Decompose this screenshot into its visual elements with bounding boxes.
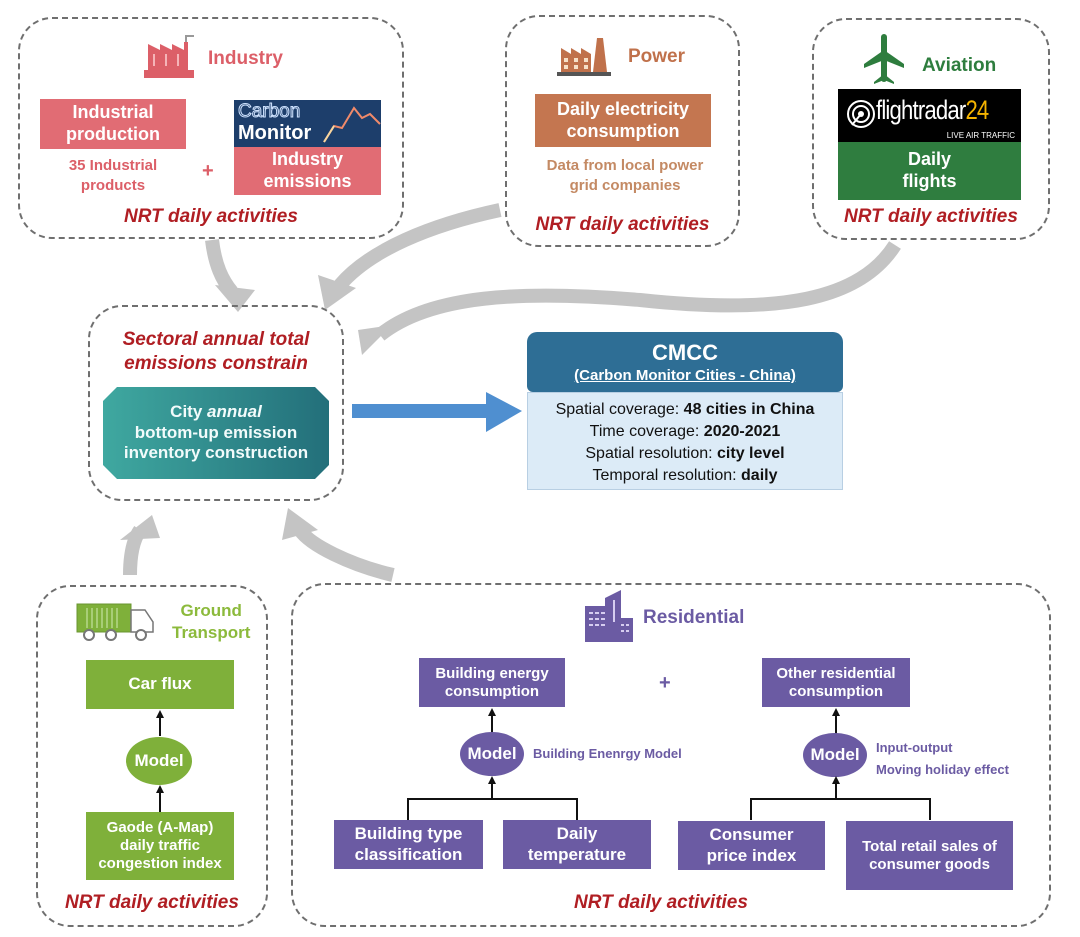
industrial-production-box: Industrial production [40,99,186,149]
cmcc-row-spatial-resolution: Spatial resolution: city level [585,445,785,462]
res-left-bracket [407,798,578,800]
carbon-monitor-logo: Carbon Monitor [234,100,381,147]
building-type-classification-box: Building type classification [334,820,483,869]
ground-arrow-lower [159,790,161,812]
industry-footer: NRT daily activities [124,206,298,227]
radar-icon [847,100,875,128]
plus-sign: + [202,160,214,182]
ground-transport-footer: NRT daily activities [65,892,239,913]
inventory-shape [103,387,329,479]
other-residential-consumption-box: Other residential consumption [762,658,910,707]
arrow-power-head [318,275,356,310]
power-plant-icon [557,38,611,76]
factory-icon [144,35,194,78]
consumption-model-node: Model [803,733,867,777]
daily-flights-box: Daily flights [838,142,1021,200]
arrow-to-cmcc-shaft [352,404,492,418]
power-data-source-note: Data from local power grid companies [546,157,704,194]
res-left-bracket-left [407,798,409,820]
ground-transport-title: Ground Transport [172,601,251,642]
building-energy-consumption-box: Building energy consumption [419,658,565,707]
res-left-arrow-upper [491,714,493,734]
consumption-model-note: Input-output Moving holiday effect [876,740,1009,777]
daily-temperature-box: Daily temperature [503,820,651,869]
flightradar24-logo: flightradar24 LIVE AIR TRAFFIC [838,89,1021,142]
residential-footer: NRT daily activities [574,892,748,913]
flightradar-logo-subtitle: LIVE AIR TRAFFIC [946,131,1015,140]
cmcc-card: CMCC (Carbon Monitor Cities - China) Spa… [527,332,843,490]
ground-arrowhead-upper [156,710,164,718]
arrow-to-cmcc-head [486,392,522,432]
ground-model-node: Model [126,737,192,785]
residential-title: Residential [643,607,745,628]
cmcc-row-time-coverage: Time coverage: 2020-2021 [589,423,781,440]
building-energy-model-node: Model [460,732,524,776]
arrow-aviation-to-center [375,241,901,341]
res-left-arrow-lower [491,782,493,800]
ground-transport-panel [36,585,268,927]
truck-icon [76,603,154,641]
gaode-congestion-box: Gaode (A-Map) daily traffic congestion i… [86,812,234,880]
arrow-industry-to-center [205,239,238,297]
ground-arrowhead-lower [156,785,164,793]
center-constraint-panel [88,305,344,501]
res-right-bracket-left [750,798,752,820]
res-right-bracket-right [929,798,931,820]
building-energy-model-note: Building Enenrgy Model [533,746,682,761]
inventory-construction-box: City annual bottom-up emission inventory… [123,402,309,463]
residential-panel [291,583,1051,927]
trend-line-icon [323,106,381,143]
cmcc-row-temporal-resolution: Temporal resolution: daily [592,467,778,484]
industry-emissions-box: Industry emissions [234,147,381,195]
power-panel [505,15,740,247]
arrow-ground-head [120,515,160,540]
aviation-footer: NRT daily activities [844,206,1018,227]
power-title: Power [628,46,686,67]
car-flux-box: Car flux [86,660,234,709]
arrow-residential-head [282,508,318,540]
res-right-arrow-lower [835,782,837,800]
constraint-title: Sectoral annual total emissions constrai… [122,329,310,374]
power-footer: NRT daily activities [535,214,710,235]
cmcc-body: Spatial coverage: 48 cities in China Tim… [527,392,843,490]
residential-plus-sign: + [659,672,671,694]
airplane-icon [864,34,904,84]
res-left-arrowhead-upper [488,708,496,716]
consumer-price-index-box: Consumer price index [678,821,825,870]
res-left-arrowhead-lower [488,776,496,784]
aviation-panel [812,18,1050,240]
cmcc-subtitle: (Carbon Monitor Cities - China) [574,367,796,384]
products-note: 35 Industrial products [68,157,158,194]
total-retail-sales-box: Total retail sales of consumer goods [846,821,1013,890]
res-left-bracket-right [576,798,578,820]
res-right-bracket [750,798,931,800]
carbon-monitor-logo-line1: Carbon [237,101,301,123]
buildings-icon [585,590,633,642]
arrow-power-to-center [334,203,502,290]
aviation-title: Aviation [922,55,997,76]
cmcc-header: CMCC (Carbon Monitor Cities - China) [527,332,843,392]
ground-arrow-upper [159,716,161,736]
arrow-residential-to-center [294,525,395,582]
arrow-aviation-head [358,325,392,355]
arrow-industry-head [215,285,255,312]
daily-electricity-box: Daily electricity consumption [535,94,711,147]
industry-panel [18,17,404,239]
res-right-arrowhead-upper [832,708,840,716]
cmcc-title: CMCC [652,340,718,365]
flightradar-logo-text: flightradar24 [876,95,989,125]
res-right-arrowhead-lower [832,776,840,784]
industry-title: Industry [208,48,283,69]
cmcc-row-spatial-coverage: Spatial coverage: 48 cities in China [555,401,815,418]
res-right-arrow-upper [835,714,837,734]
carbon-monitor-logo-line2: Monitor [238,122,312,144]
